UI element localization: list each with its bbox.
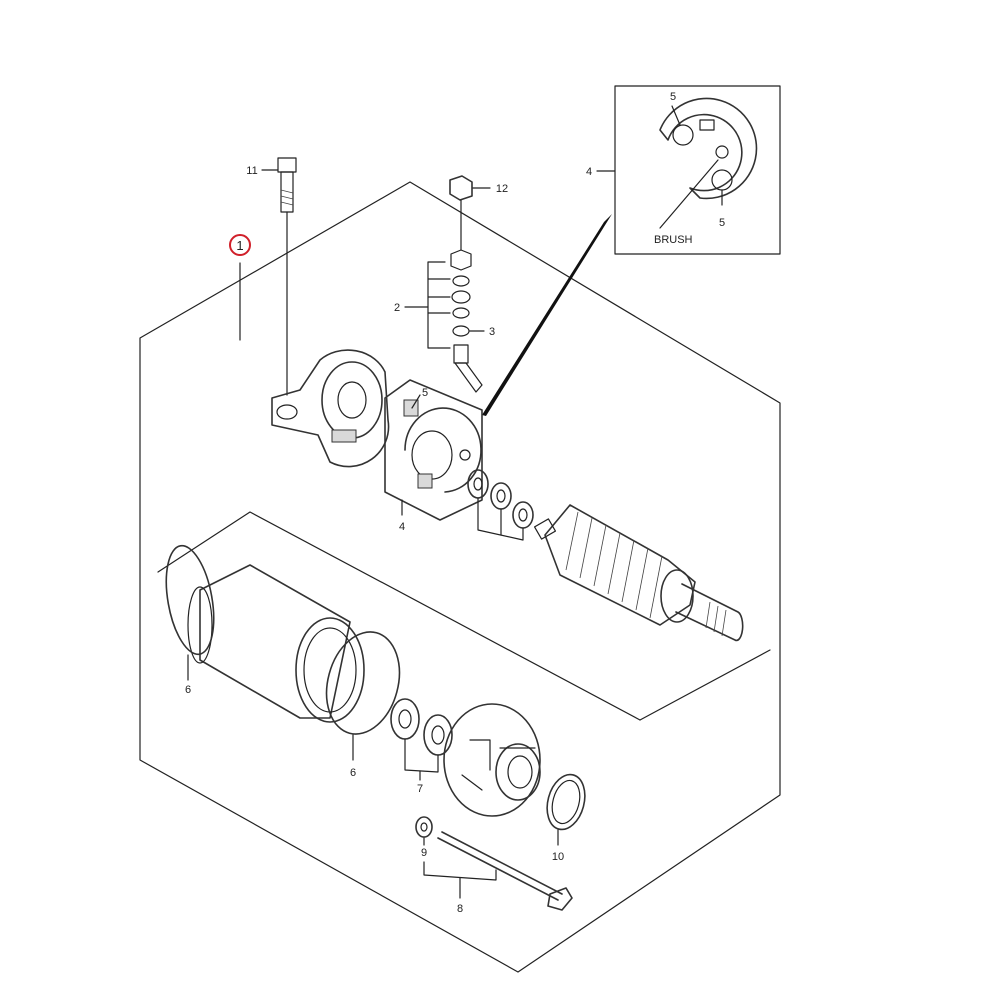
- callout-4-main: 4: [399, 521, 405, 533]
- brush-label: BRUSH: [654, 234, 693, 246]
- sub-box-top: [157, 511, 641, 721]
- callout-11-label: 11: [246, 165, 257, 177]
- terminal-stack: [449, 175, 483, 393]
- callout-5-main-leader: [411, 394, 421, 409]
- o-ring-10-inner: [551, 779, 581, 825]
- callout-3-label: 3: [489, 326, 495, 338]
- rear-cover: [271, 349, 390, 468]
- callout-4-inset: 4: [586, 166, 592, 178]
- brush-plate: [384, 379, 483, 521]
- washer-9: [415, 816, 433, 838]
- assembly-callout[interactable]: 1: [229, 234, 251, 256]
- callout-5-top: 5: [670, 91, 676, 103]
- yoke-housing: [187, 564, 365, 723]
- callout-12-label: 12: [496, 183, 508, 195]
- brush-inset-box: [614, 85, 781, 255]
- bolt-11: [277, 157, 297, 396]
- callout-6-left: 6: [185, 684, 191, 696]
- o-ring-10: [546, 773, 586, 831]
- callout-5-bottom: 5: [719, 217, 725, 229]
- callout-5-main: 5: [422, 387, 428, 399]
- callout-9-label: 9: [421, 847, 427, 859]
- callout-7-label: 7: [417, 783, 423, 795]
- assembly-outline: [139, 181, 781, 973]
- front-cover: [443, 703, 541, 817]
- callout-6-right: 6: [350, 767, 356, 779]
- bracket-2: [427, 261, 451, 349]
- callout-10-label: 10: [552, 851, 564, 863]
- armature-washers: [467, 469, 534, 541]
- callout-2-label: 2: [394, 302, 400, 314]
- armature: [533, 504, 744, 642]
- callout-8-label: 8: [457, 903, 463, 915]
- sub-box-right: [639, 649, 771, 721]
- washer-9-hole: [420, 822, 428, 832]
- o-ring-left: [165, 544, 215, 656]
- brush-holder-inset: [659, 97, 758, 229]
- callout-1-label: 1: [236, 238, 243, 253]
- bracket-8: [423, 861, 497, 881]
- o-ring-right: [325, 631, 401, 735]
- highlight-circle: [229, 234, 251, 256]
- washers-7: [390, 698, 453, 781]
- inset-pointer: [482, 214, 612, 416]
- through-bolts: [437, 831, 573, 911]
